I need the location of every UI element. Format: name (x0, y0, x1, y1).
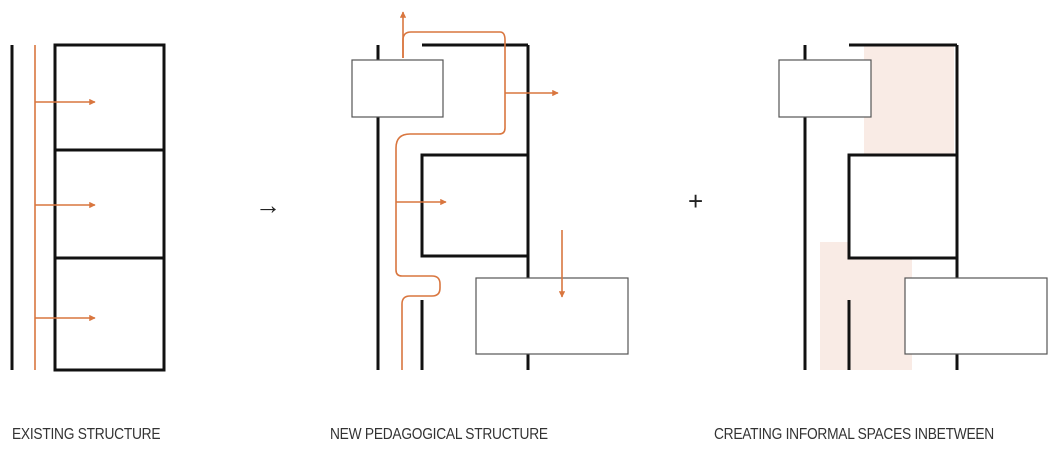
informal-space-zone (820, 242, 912, 370)
caption-informal-spaces: CREATING INFORMAL SPACES INBETWEEN (714, 426, 994, 443)
flexible-space-box (351, 59, 444, 118)
plus-icon: + (688, 186, 704, 216)
new-structure-panel (351, 11, 629, 370)
existing-structure-panel (10, 43, 166, 372)
caption-existing-structure: EXISTING STRUCTURE (12, 426, 161, 443)
flexible-space-box (475, 277, 629, 355)
transition-arrow-icon: → (255, 190, 281, 220)
classroom-box (53, 43, 166, 152)
flexible-space-box (778, 59, 872, 118)
informal-space-zone (864, 45, 954, 155)
flexible-space-box (904, 277, 1048, 355)
classroom-box (53, 256, 166, 372)
caption-new-structure: NEW PEDAGOGICAL STRUCTURE (330, 426, 548, 443)
circulation-path (395, 31, 506, 370)
classroom-box (53, 148, 166, 260)
classroom-box (420, 153, 530, 258)
classroom-box (847, 153, 959, 260)
informal-spaces-panel (778, 43, 1048, 370)
